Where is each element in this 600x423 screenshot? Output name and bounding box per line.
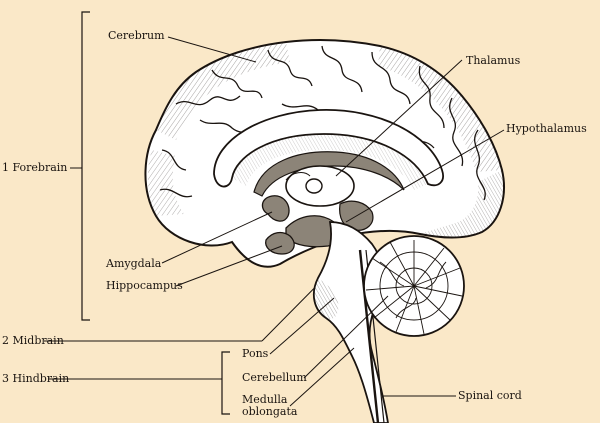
cerebrum-label: Cerebrum <box>108 29 165 42</box>
amygdala-shape <box>261 195 290 222</box>
hypothalamus-label: Hypothalamus <box>506 122 587 135</box>
medulla-label-line2: oblongata <box>242 405 298 418</box>
forebrain-bracket <box>81 11 90 321</box>
medulla-label-line1: Medulla <box>242 393 288 406</box>
thalamus-label: Thalamus <box>466 54 521 67</box>
hindbrain-group-label: 3 Hindbrain <box>2 372 70 385</box>
pons-label: Pons <box>242 347 269 360</box>
spinal-cord-label: Spinal cord <box>458 389 522 402</box>
hippocampus-leader <box>175 245 283 287</box>
amygdala-leader <box>161 211 273 264</box>
cerebellum-label: Cerebellum <box>242 371 307 384</box>
hypothalamus-leader <box>345 129 505 223</box>
hindbrain-bracket <box>221 351 230 415</box>
amygdala-label: Amygdala <box>106 257 162 270</box>
pons-leader <box>269 297 335 355</box>
hippocampus-shape <box>265 231 295 255</box>
cerebrum-leader <box>167 36 257 63</box>
thalamus-leader <box>335 59 463 177</box>
hippocampus-label: Hippocampus <box>106 279 183 292</box>
forebrain-group-label: 1 Forebrain <box>2 161 68 174</box>
medulla-leader <box>289 347 355 407</box>
cerebellum-leader <box>303 295 389 379</box>
midbrain-group-label: 2 Midbrain <box>2 334 64 347</box>
